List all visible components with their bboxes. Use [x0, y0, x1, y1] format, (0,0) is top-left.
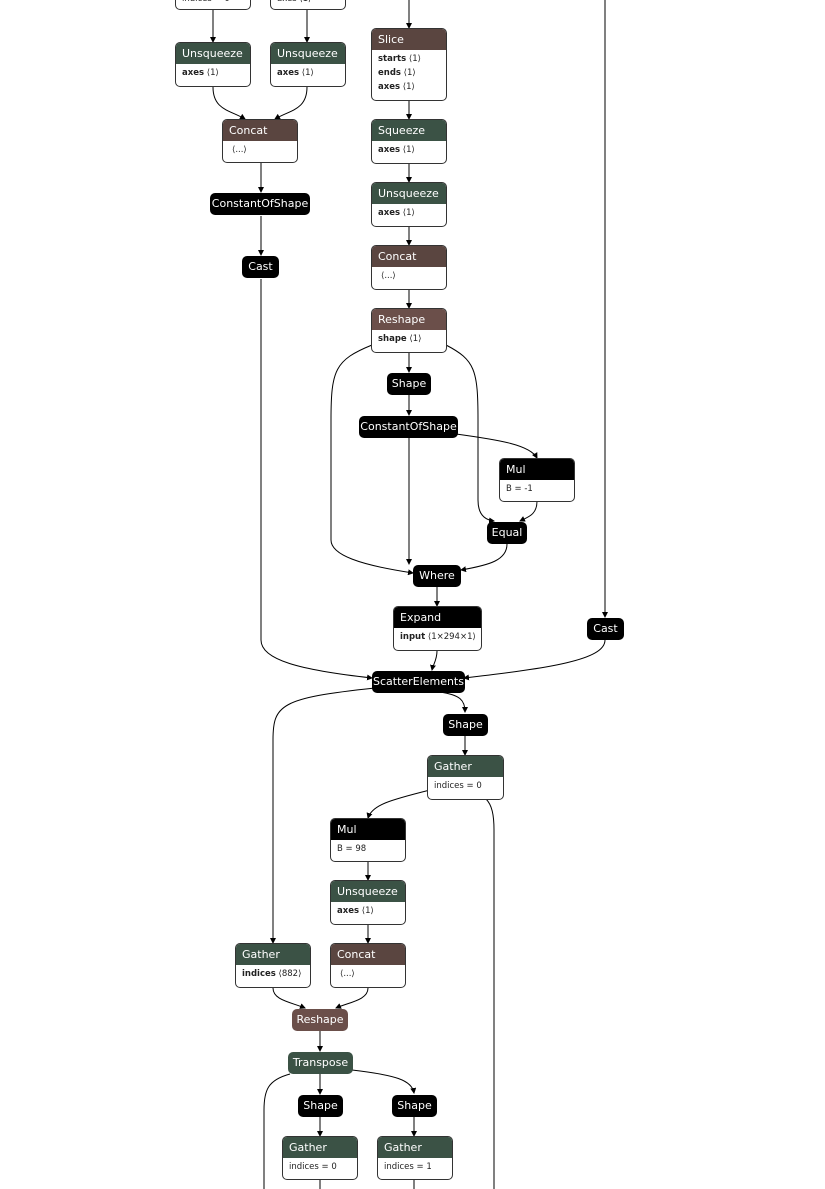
concat-node[interactable]: Concat ⟨...⟩ — [371, 245, 447, 290]
node-title: Unsqueeze — [331, 881, 405, 902]
node-attr: indices = 0 — [434, 781, 482, 791]
gather-node-cut[interactable]: indices = 0 — [175, 0, 251, 10]
concat-node[interactable]: Concat ⟨...⟩ — [330, 943, 406, 988]
node-attr: input ⟨1×294×1⟩ — [400, 632, 476, 642]
transpose-node[interactable]: Transpose — [288, 1052, 353, 1074]
unsqueeze-node[interactable]: Unsqueeze axes ⟨1⟩ — [330, 880, 406, 925]
constantofshape-node[interactable]: ConstantOfShape — [210, 193, 310, 215]
expand-node[interactable]: Expand input ⟨1×294×1⟩ — [393, 606, 482, 651]
node-title: Reshape — [372, 309, 446, 330]
unsqueeze-node[interactable]: Unsqueeze axes ⟨1⟩ — [175, 42, 251, 87]
edge — [272, 987, 306, 1009]
gather-node[interactable]: Gather indices = 0 — [427, 755, 504, 800]
node-attr: indices = 1 — [384, 1162, 432, 1172]
edge — [439, 691, 468, 713]
node-title: Concat — [223, 120, 297, 141]
gather-node[interactable]: Gather indices = 1 — [377, 1136, 453, 1180]
edge — [445, 344, 495, 524]
edge — [263, 1073, 291, 1189]
edge — [335, 987, 369, 1009]
shape-node[interactable]: Shape — [392, 1095, 437, 1117]
node-attr: axes ⟨1⟩ — [378, 82, 415, 92]
constantofshape-node[interactable]: ConstantOfShape — [359, 416, 458, 438]
node-attr: B = 98 — [337, 844, 367, 854]
edge — [351, 1069, 417, 1094]
edge — [330, 344, 414, 576]
node-title: Gather — [378, 1137, 452, 1158]
unsqueeze-node[interactable]: Unsqueeze axes ⟨1⟩ — [270, 42, 346, 87]
unsqueeze-node-cut[interactable]: axes ⟨1⟩ — [270, 0, 346, 10]
node-title: Gather — [428, 756, 503, 777]
node-attr: ⟨...⟩ — [381, 271, 396, 281]
node-attr: indices ⟨882⟩ — [242, 969, 302, 979]
node-title: Concat — [331, 944, 405, 965]
reshape-node[interactable]: Reshape shape ⟨1⟩ — [371, 308, 447, 353]
edge — [463, 639, 606, 681]
squeeze-node[interactable]: Squeeze axes ⟨1⟩ — [371, 119, 447, 164]
node-title: Slice — [372, 29, 446, 50]
node-attr: axes ⟨1⟩ — [378, 145, 415, 155]
edge — [260, 279, 373, 681]
node-title: Mul — [331, 819, 405, 840]
edge — [485, 798, 495, 1189]
unsqueeze-node[interactable]: Unsqueeze axes ⟨1⟩ — [371, 182, 447, 227]
edge — [455, 433, 538, 459]
node-title: Gather — [283, 1137, 357, 1158]
equal-node[interactable]: Equal — [487, 522, 527, 544]
node-title: Mul — [500, 459, 574, 480]
gather-node[interactable]: Gather indices ⟨882⟩ — [235, 943, 311, 988]
node-title: Unsqueeze — [372, 183, 446, 204]
node-title: Gather — [236, 944, 310, 965]
node-title: Squeeze — [372, 120, 446, 141]
mul-node[interactable]: Mul B = 98 — [330, 818, 406, 862]
slice-node[interactable]: Slice starts ⟨1⟩ ends ⟨1⟩ axes ⟨1⟩ — [371, 28, 447, 101]
node-attr: ⟨...⟩ — [340, 969, 355, 979]
node-title: Concat — [372, 246, 446, 267]
reshape-node[interactable]: Reshape — [292, 1009, 348, 1031]
gather-node[interactable]: Gather indices = 0 — [282, 1136, 358, 1180]
scatterelements-node[interactable]: ScatterElements — [372, 671, 465, 693]
shape-node[interactable]: Shape — [298, 1095, 343, 1117]
mul-node[interactable]: Mul B = -1 — [499, 458, 575, 502]
edge — [430, 650, 438, 671]
node-attr: axes ⟨1⟩ — [378, 208, 415, 218]
edge — [460, 543, 508, 573]
node-title: Unsqueeze — [271, 43, 345, 64]
node-attr: B = -1 — [506, 484, 533, 494]
node-attr: indices = 0 — [289, 1162, 337, 1172]
node-attr: indices = 0 — [176, 0, 250, 9]
cast-node[interactable]: Cast — [587, 618, 624, 640]
node-attr: axes ⟨1⟩ — [182, 68, 219, 78]
node-attr: axes ⟨1⟩ — [271, 0, 345, 9]
edge — [274, 86, 308, 120]
edge — [519, 500, 538, 522]
shape-node[interactable]: Shape — [443, 714, 488, 736]
node-title: Expand — [394, 607, 481, 628]
concat-node[interactable]: Concat ⟨...⟩ — [222, 119, 298, 163]
edge — [366, 789, 431, 819]
node-attr: ⟨...⟩ — [232, 145, 247, 155]
node-attr: axes ⟨1⟩ — [277, 68, 314, 78]
edge — [212, 86, 246, 120]
node-attr: axes ⟨1⟩ — [337, 906, 374, 916]
shape-node[interactable]: Shape — [387, 373, 431, 395]
node-attr: shape ⟨1⟩ — [378, 334, 422, 344]
cast-node[interactable]: Cast — [242, 256, 279, 278]
node-attr: ends ⟨1⟩ — [378, 68, 416, 78]
edge — [270, 687, 376, 944]
node-attr: starts ⟨1⟩ — [378, 54, 421, 64]
where-node[interactable]: Where — [413, 565, 461, 587]
node-title: Unsqueeze — [176, 43, 250, 64]
